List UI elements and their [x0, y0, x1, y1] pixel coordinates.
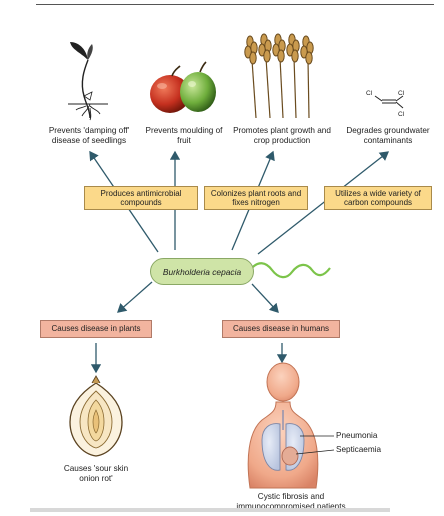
wheat-icon — [244, 33, 314, 119]
flagellum-icon — [249, 262, 331, 279]
mechanism-colonizes-box: Colonizes plant roots and fixes nitrogen — [204, 186, 308, 210]
outcome-groundwater: Degrades groundwater contaminants — [346, 126, 430, 145]
mechanism-antimicrobial-box: Produces antimicrobial compounds — [84, 186, 198, 210]
outcome-seedlings: Prevents 'damping off' disease of seedli… — [48, 126, 130, 145]
cl-atom-3: Cl — [398, 111, 405, 118]
septicaemia-label: Septicaemia — [336, 445, 382, 454]
organism-pill: Burkholderia cepacia — [150, 258, 254, 285]
cl-atom-1: Cl — [366, 90, 373, 97]
human-torso-icon — [247, 362, 335, 489]
top-rule — [36, 4, 434, 5]
seedling-icon — [68, 42, 108, 121]
disease-humans-box: Causes disease in humans — [222, 320, 340, 338]
onion-caption: Causes 'sour skin onion rot' — [63, 464, 129, 483]
disease-plants-box: Causes disease in plants — [40, 320, 152, 338]
chemical-structure-icon — [374, 95, 404, 109]
fruit-icon — [150, 61, 216, 113]
cl-atom-2: Cl — [398, 90, 405, 97]
onion-icon — [69, 375, 123, 457]
cropped-caption-line — [30, 508, 390, 512]
human-caption: Cystic fibrosis and immunocompromised pa… — [236, 492, 346, 511]
pneumonia-label: Pneumonia — [336, 431, 378, 440]
outcome-growth: Promotes plant growth and crop productio… — [233, 126, 331, 145]
mechanism-utilizes-box: Utilizes a wide variety of carbon compou… — [324, 186, 432, 210]
outcome-fruit: Prevents moulding of fruit — [145, 126, 223, 145]
